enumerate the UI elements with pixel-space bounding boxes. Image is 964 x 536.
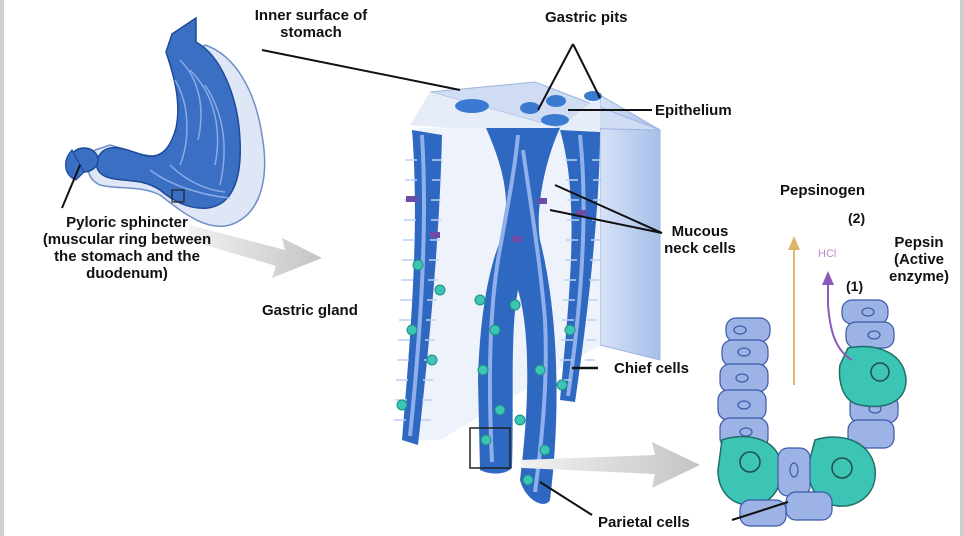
- pyloric-line-1: Pyloric sphincter: [5, 214, 249, 231]
- pepsinogen-arrowhead: [788, 236, 800, 250]
- hcl-arrowhead: [822, 271, 834, 285]
- pepsinogen-label: Pepsinogen: [780, 182, 865, 199]
- pyloric-line-4: duodenum): [5, 265, 249, 282]
- hcl-label: HCl: [818, 246, 836, 263]
- pepsin-line-3: enzyme): [876, 268, 962, 285]
- gastric-pit-1: [455, 99, 489, 113]
- gastric-pits-pointer-right: [573, 44, 600, 98]
- epithelium-label: Epithelium: [655, 102, 732, 119]
- inner-surface-line-2: stomach: [236, 24, 386, 41]
- mucous-line-2: neck cells: [660, 240, 740, 257]
- gastric-gland-label: Gastric gland: [262, 302, 358, 319]
- pyloric-sphincter-label: Pyloric sphincter (muscular ring between…: [5, 214, 249, 282]
- pepsin-label: Pepsin (Active enzyme): [876, 234, 962, 285]
- step-2-label: (2): [848, 210, 865, 227]
- mucous-neck-cell-band-1: [406, 196, 418, 202]
- gastric-gland-block: [394, 82, 660, 504]
- pyloric-line-2: (muscular ring between: [5, 231, 249, 248]
- step-1-label: (1): [846, 278, 863, 295]
- inner-surface-label: Inner surface of stomach: [236, 7, 386, 41]
- mucous-neck-cell-band-4: [512, 236, 522, 242]
- chief-cells-label: Chief cells: [614, 360, 689, 377]
- mucous-neck-cells-label: Mucous neck cells: [660, 223, 740, 257]
- pepsin-line-1: Pepsin: [876, 234, 962, 251]
- gastric-pit-2: [520, 102, 540, 114]
- parietal-cells-label: Parietal cells: [598, 514, 690, 531]
- pepsin-line-2: (Active: [876, 251, 962, 268]
- mucous-line-1: Mucous: [660, 223, 740, 240]
- mucous-neck-cell-band-3: [537, 198, 547, 204]
- gastric-pit-3: [546, 95, 566, 107]
- pyloric-line-3: the stomach and the: [5, 248, 249, 265]
- inner-surface-pointer: [262, 50, 460, 90]
- stomach-illustration: [66, 18, 265, 226]
- parietal-cell-left: [718, 437, 781, 505]
- gastric-pits-label: Gastric pits: [545, 9, 628, 26]
- gastric-pit-5: [541, 114, 569, 126]
- mucous-neck-cell-band-2: [430, 232, 440, 238]
- inner-surface-line-1: Inner surface of: [236, 7, 386, 24]
- cell-cluster-zoom: [718, 300, 906, 526]
